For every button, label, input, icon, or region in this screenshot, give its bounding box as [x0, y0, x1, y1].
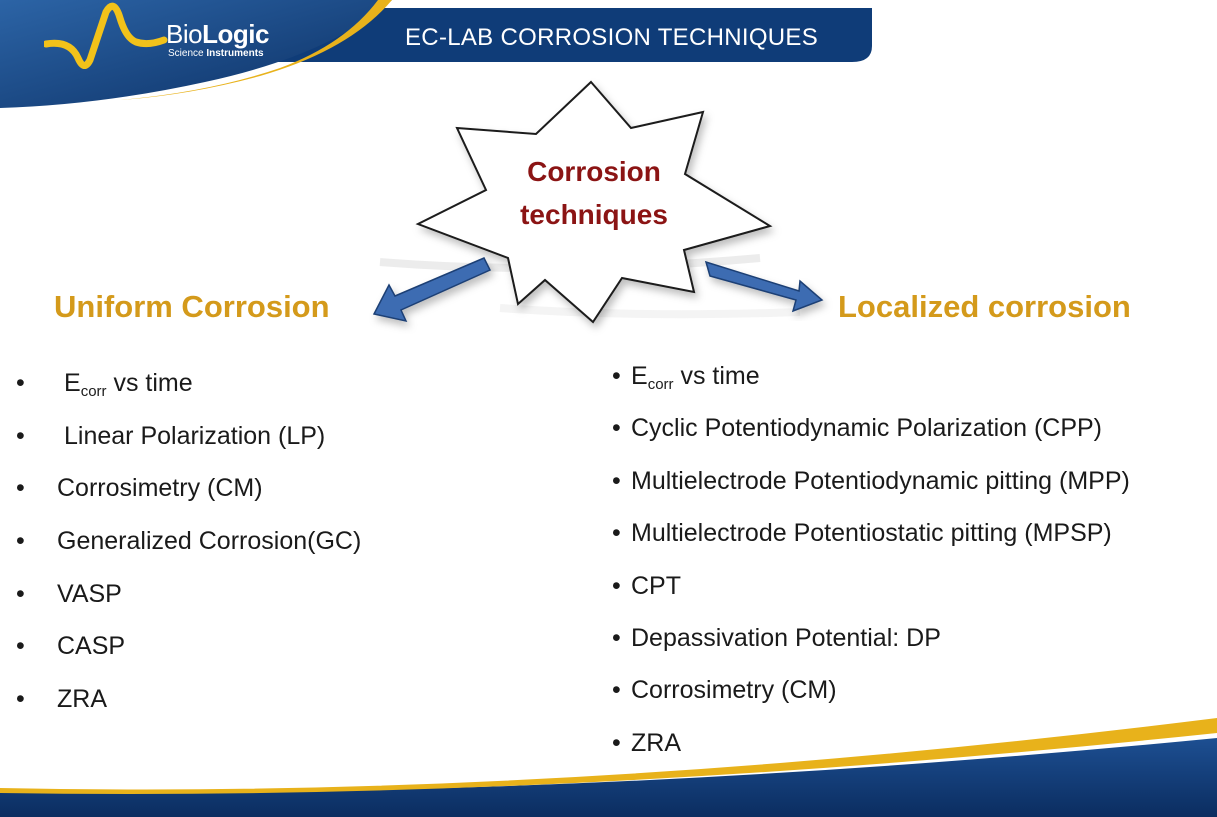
bullet: • [16, 685, 25, 714]
bullet: • [612, 623, 621, 652]
bullet: • [16, 632, 25, 661]
arrow-left-down-icon [372, 257, 492, 323]
footer-band [0, 738, 1217, 817]
bullet: • [16, 527, 25, 556]
bullet: • [612, 676, 621, 705]
heading-uniform-corrosion: Uniform Corrosion [54, 289, 330, 324]
bullet: • [612, 519, 621, 548]
star-label: Corrosion techniques [484, 150, 704, 236]
bullet: • [612, 466, 621, 495]
arrow-right-down-icon [704, 260, 824, 313]
biologic-logo-icon [44, 2, 168, 69]
star-burst-shape [415, 80, 773, 324]
bullet: • [16, 369, 25, 397]
bullet: • [16, 421, 25, 450]
bullet: • [612, 362, 621, 390]
star-label-line2: techniques [520, 199, 668, 230]
brand-subtitle: Science Instruments [168, 48, 264, 59]
heading-localized-corrosion: Localized corrosion [838, 289, 1131, 324]
bullet: • [16, 474, 25, 503]
brand-logo: BioLogic Science Instruments [166, 20, 269, 60]
star-label-line1: Corrosion [527, 156, 661, 187]
bullet: • [612, 571, 621, 600]
bullet: • [612, 414, 621, 443]
brand-name: BioLogic [166, 19, 269, 49]
footer-gold-line [0, 718, 1217, 795]
bullet: • [612, 728, 621, 757]
bullet: • [16, 579, 25, 608]
header-title: EC-LAB CORROSION TECHNIQUES [405, 24, 819, 51]
